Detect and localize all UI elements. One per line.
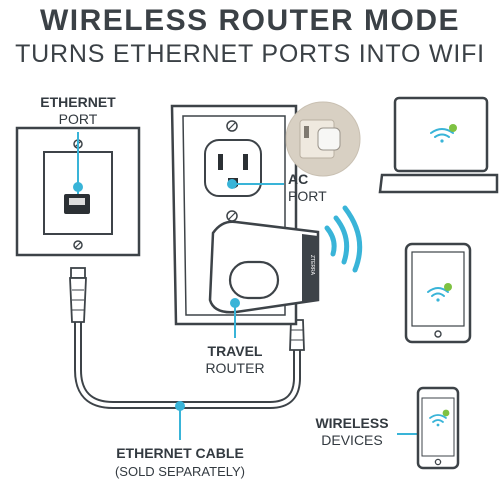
laptop-wifi-icon — [430, 128, 454, 143]
tablet-wifi-icon — [427, 287, 449, 302]
travel-router-label-bold: TRAVEL — [208, 343, 263, 359]
ethernet-port-label-bold: ETHERNET — [40, 94, 116, 110]
ethernet-cable — [69, 267, 305, 409]
title-sub: TURNS ETHERNET PORTS INTO WIFI — [15, 40, 485, 68]
phone-device — [416, 386, 460, 470]
ethernet-cable-label-light: (SOLD SEPARATELY) — [115, 464, 245, 479]
ethernet-wall-plate — [15, 126, 141, 257]
router-wifi-waves-icon — [324, 205, 363, 273]
tablet-device — [404, 242, 472, 344]
wireless-devices-label-bold: WIRELESS — [315, 415, 388, 431]
ac-port-label-bold: AC — [288, 171, 308, 187]
travel-router: ZTERRA — [208, 220, 320, 314]
travel-router-label-light: ROUTER — [205, 360, 264, 376]
ethernet-port-label-light: PORT — [59, 111, 98, 127]
wireless-devices-label-light: DEVICES — [321, 432, 382, 448]
outlet-photo — [285, 101, 361, 177]
title-main: WIRELESS ROUTER MODE — [39, 4, 460, 37]
ac-port-label-light: PORT — [288, 188, 327, 204]
ethernet-cable-label-bold: ETHERNET CABLE — [116, 445, 244, 461]
phone-wifi-icon — [429, 414, 447, 427]
laptop-device — [378, 96, 499, 194]
svg-text:ZTERRA: ZTERRA — [309, 255, 315, 276]
